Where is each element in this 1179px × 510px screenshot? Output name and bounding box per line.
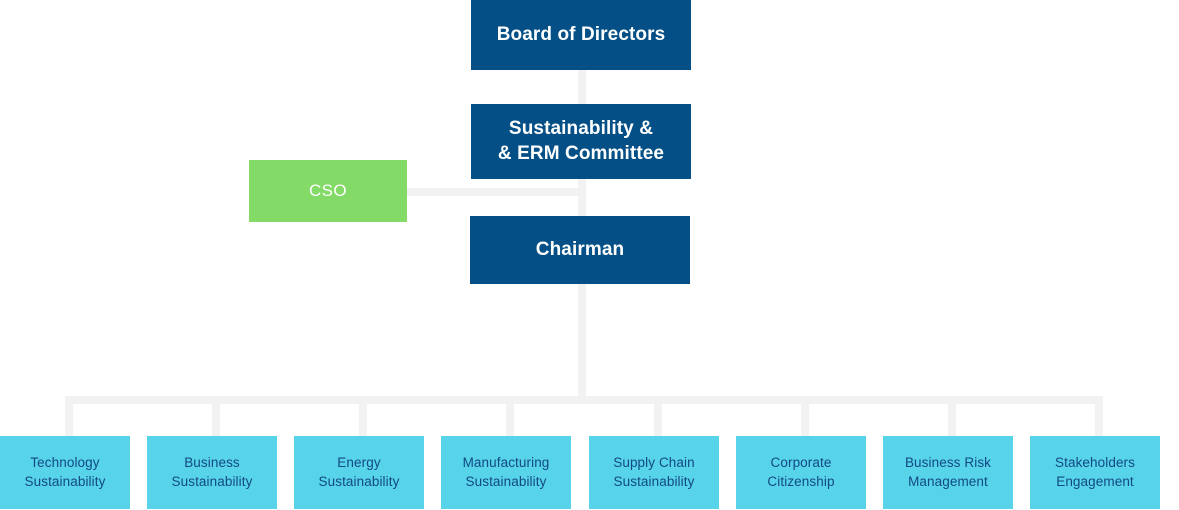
connector-drop-5	[654, 396, 662, 436]
node-committee-label: Sustainability & & ERM Committee	[497, 117, 665, 164]
leaf-corporate-citizenship[interactable]: Corporate Citizenship	[736, 436, 866, 509]
connector-drop-1	[65, 396, 73, 436]
connector-committee-to-chairman	[578, 179, 586, 216]
leaf-label: Corporate Citizenship	[767, 454, 835, 489]
connector-chairman-to-bus	[578, 284, 586, 396]
connector-drop-6	[801, 396, 809, 436]
leaf-label: Business Sustainability	[171, 454, 253, 489]
leaf-energy-sustainability[interactable]: Energy Sustainability	[294, 436, 424, 509]
leaf-label: Manufacturing Sustainability	[462, 454, 550, 489]
leaf-stakeholders-engagement[interactable]: Stakeholders Engagement	[1030, 436, 1160, 509]
connector-drop-3	[359, 396, 367, 436]
leaf-technology-sustainability[interactable]: Technology Sustainability	[0, 436, 130, 509]
node-sustainability-erm-committee[interactable]: Sustainability & & ERM Committee	[471, 104, 691, 179]
node-chairman-label: Chairman	[535, 238, 625, 260]
leaf-label: Technology Sustainability	[24, 454, 106, 489]
connector-drop-4	[506, 396, 514, 436]
leaf-manufacturing-sustainability[interactable]: Manufacturing Sustainability	[441, 436, 571, 509]
connector-bus	[65, 396, 1100, 404]
connector-cso-to-trunk	[407, 188, 586, 196]
node-board-label: Board of Directors	[496, 23, 666, 45]
connector-drop-2	[212, 396, 220, 436]
leaf-business-risk-management[interactable]: Business Risk Management	[883, 436, 1013, 509]
node-cso[interactable]: CSO	[249, 160, 407, 222]
node-board-of-directors[interactable]: Board of Directors	[471, 0, 691, 70]
leaf-label: Business Risk Management	[904, 454, 992, 489]
leaf-label: Energy Sustainability	[318, 454, 400, 489]
leaf-label: Stakeholders Engagement	[1055, 454, 1135, 489]
leaf-supply-chain-sustainability[interactable]: Supply Chain Sustainability	[589, 436, 719, 509]
connector-drop-8	[1095, 396, 1103, 436]
leaf-business-sustainability[interactable]: Business Sustainability	[147, 436, 277, 509]
connector-drop-7	[948, 396, 956, 436]
node-cso-label: CSO	[308, 180, 348, 200]
connector-board-to-committee	[578, 70, 586, 104]
leaf-label: Supply Chain Sustainability	[613, 454, 695, 489]
node-chairman[interactable]: Chairman	[470, 216, 690, 284]
